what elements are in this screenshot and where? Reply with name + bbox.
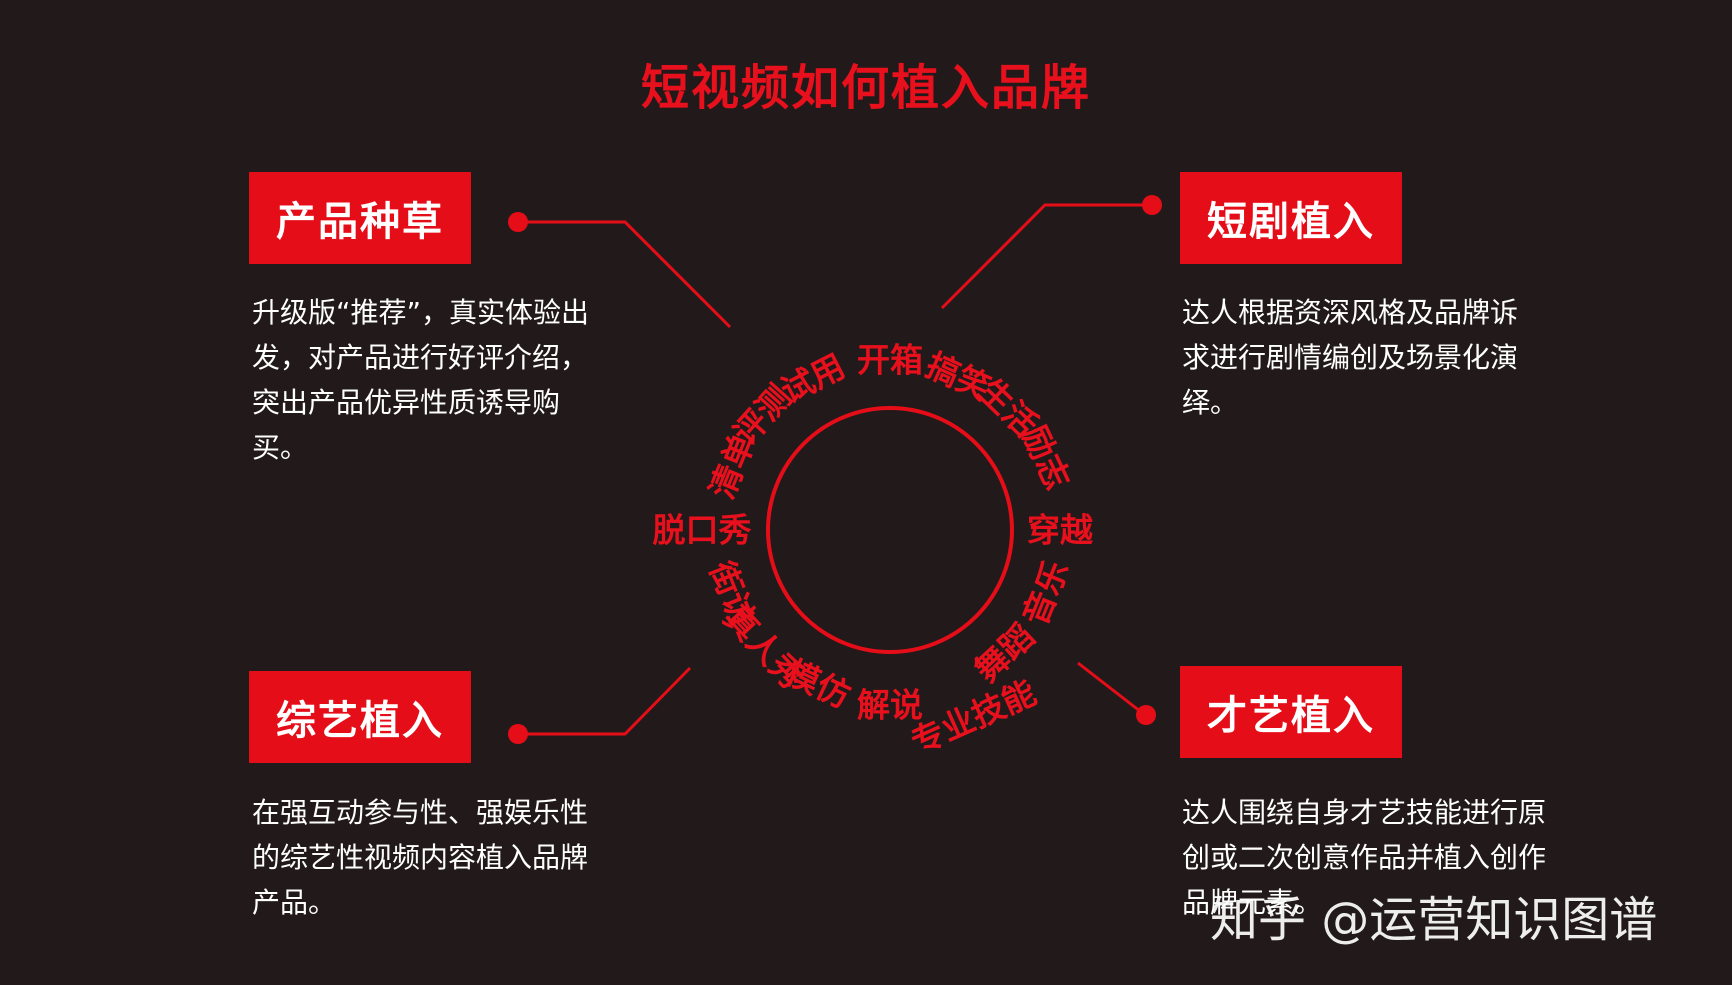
watermark: 知乎 @运营知识图谱 [1210, 892, 1658, 948]
connector-dot-bottom-left [508, 724, 528, 744]
connector-top-right [940, 203, 1152, 310]
center-circle [766, 406, 1014, 654]
tag-product-seeding: 产品种草 [249, 172, 471, 264]
keyword-11: 街访 [702, 555, 763, 632]
desc-talent: 达人围绕自身才艺技能进行原创或二次创意作品并植入创作品牌元素。 [1182, 796, 1547, 919]
keyword-4: 穿越 [1027, 511, 1094, 550]
tag-variety-show: 综艺植入 [249, 671, 471, 763]
desc-variety-show: 在强互动参与性、强娱乐性的综艺性视频内容植入品牌产品。 [252, 796, 589, 919]
connector-dot-bottom-right [1136, 705, 1156, 725]
desc-product-seeding: 升级版“推荐”，真实体验出发，对产品进行好评介绍，突出产品优异性质诱导购买。 [252, 296, 590, 464]
connector-dot-top-right [1142, 195, 1162, 215]
keyword-7: 专业技能 [905, 673, 1041, 762]
keyword-5: 音乐 [1015, 555, 1076, 631]
keyword-12: 脱口秀 [653, 511, 752, 550]
connector-top-left [517, 220, 732, 329]
tag-talent: 才艺植入 [1180, 666, 1402, 758]
connector-bottom-right [1077, 661, 1146, 717]
connector-bottom-left [517, 666, 692, 736]
keyword-6: 舞蹈 [967, 616, 1042, 690]
connector-dot-top-left [508, 212, 528, 232]
keyword-3: 励志 [1014, 419, 1077, 495]
keyword-0: 开箱 [857, 341, 923, 380]
desc-short-drama: 达人根据资深风格及品牌诉求进行剧情编创及场景化演绎。 [1182, 296, 1519, 419]
keyword-8: 解说 [857, 686, 923, 725]
page-title: 短视频如何植入品牌 [640, 60, 1091, 116]
tag-short-drama: 短剧植入 [1180, 172, 1402, 264]
